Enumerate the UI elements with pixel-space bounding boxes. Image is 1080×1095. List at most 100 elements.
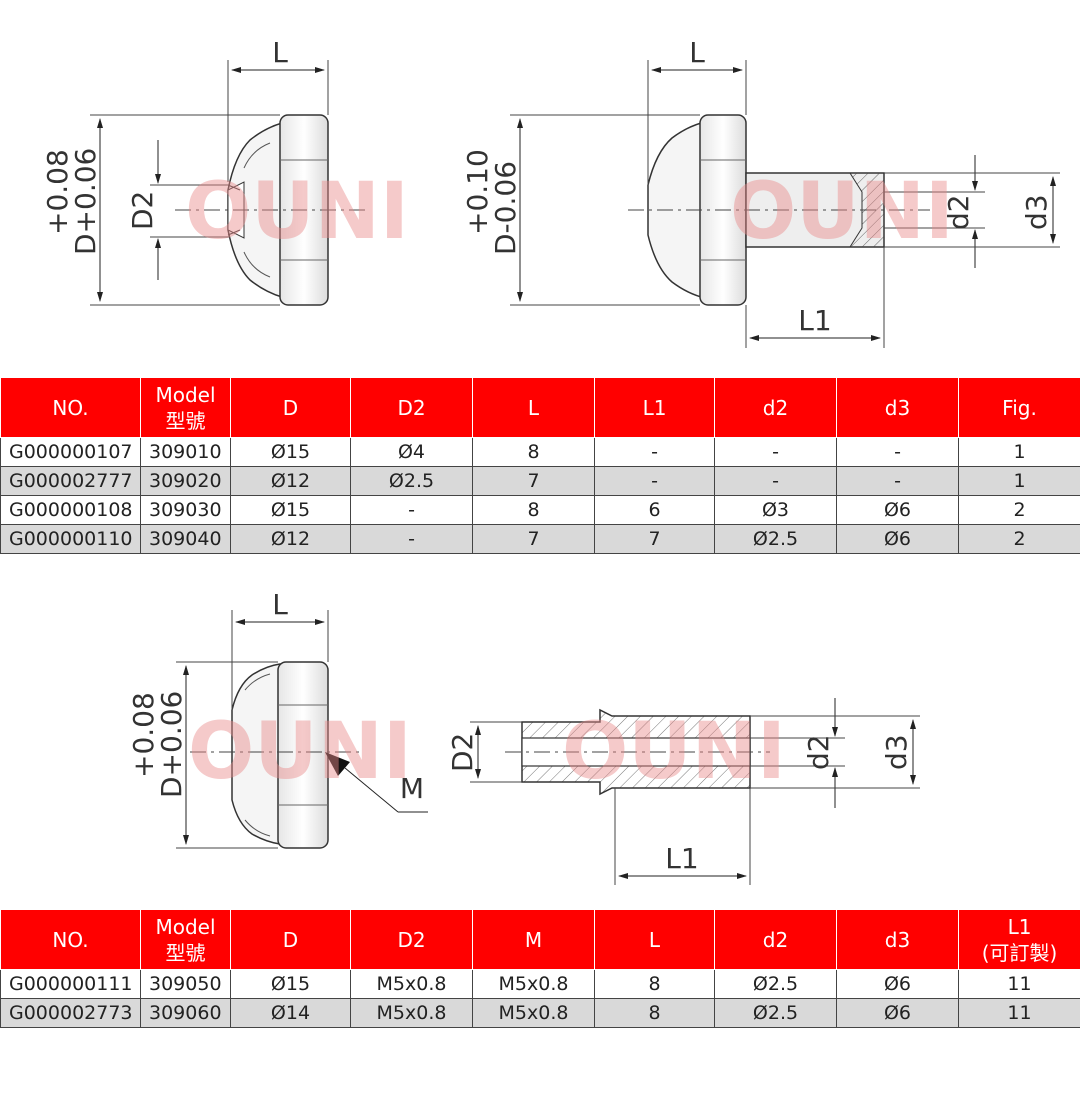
- table-cell: Ø15: [230, 969, 351, 999]
- table2-header-cell: L: [594, 909, 715, 970]
- table2-header-cell: d3: [836, 909, 959, 970]
- table-cell: 309030: [140, 495, 231, 525]
- figure-4: D2 d2 d3 L1 OUNI: [446, 698, 920, 885]
- top-drawings: L D+0.06 +0.08 D2 OUNI L D-0.06 +0.10: [0, 0, 1080, 370]
- table-cell: G000000107: [0, 437, 141, 467]
- fig1-tol-bottom: +0.06: [69, 148, 102, 234]
- fig2-tol-bottom: -0.06: [489, 161, 522, 233]
- table-cell: -: [350, 524, 473, 554]
- table-cell: Ø4: [350, 437, 473, 467]
- fig1-D-label: D+0.06: [69, 148, 102, 255]
- watermark-fig3: OUNI: [188, 707, 412, 797]
- table-cell: Ø2.5: [714, 524, 837, 554]
- table1-header-sub: 型號: [165, 408, 206, 433]
- fig3-L-label: L: [272, 588, 288, 621]
- table-cell: 309020: [140, 466, 231, 496]
- table2-header-cell: NO.: [0, 909, 141, 970]
- table1-header-main: Fig.: [1002, 395, 1037, 420]
- table2-header-main: L: [648, 927, 661, 952]
- table1-header-main: d2: [762, 395, 789, 420]
- table1-header-main: d3: [884, 395, 911, 420]
- fig2-d2-label: d2: [942, 194, 975, 230]
- table1-header-main: Model: [155, 382, 216, 407]
- table-cell: G000000110: [0, 524, 141, 554]
- table-cell: Ø14: [230, 998, 351, 1028]
- table1-header-main: D2: [397, 395, 426, 420]
- table2-header-main: L1: [1007, 914, 1032, 939]
- fig1-D2-label: D2: [126, 191, 159, 230]
- table-cell: 7: [472, 466, 595, 496]
- table-cell: G000002777: [0, 466, 141, 496]
- table2-header-main: NO.: [52, 927, 89, 952]
- table1-header-cell: D: [230, 377, 351, 438]
- table-cell: M5x0.8: [472, 998, 595, 1028]
- figure-1: L D+0.06 +0.08 D2 OUNI: [41, 36, 409, 306]
- table-cell: -: [594, 437, 715, 467]
- table-cell: 8: [594, 969, 715, 999]
- table-cell: 7: [594, 524, 715, 554]
- table-cell: Ø12: [230, 524, 351, 554]
- table1-header-main: L: [527, 395, 540, 420]
- table-cell: Ø12: [230, 466, 351, 496]
- table2-header-cell: D2: [350, 909, 473, 970]
- table-cell: 8: [472, 437, 595, 467]
- table-cell: 2: [958, 524, 1080, 554]
- table1-header-cell: D2: [350, 377, 473, 438]
- table1-header-cell: d2: [714, 377, 837, 438]
- table1-header-main: NO.: [52, 395, 89, 420]
- table1-header-cell: L1: [594, 377, 715, 438]
- table-cell: 309010: [140, 437, 231, 467]
- table-cell: -: [836, 466, 959, 496]
- fig2-tol-top: +0.10: [461, 149, 494, 235]
- fig3-D-letter: D: [155, 776, 188, 798]
- table-cell: 11: [958, 969, 1080, 999]
- table1-header-cell: NO.: [0, 377, 141, 438]
- table1-header-cell: d3: [836, 377, 959, 438]
- watermark-fig4: OUNI: [562, 707, 786, 797]
- fig1-D-letter: D: [69, 233, 102, 255]
- fig4-d3-label: d3: [880, 734, 913, 770]
- table-cell: G000000111: [0, 969, 141, 999]
- table-cell: M5x0.8: [350, 969, 473, 999]
- table-cell: 1: [958, 437, 1080, 467]
- table2-header-cell: L1(可訂製): [958, 909, 1080, 970]
- figure-2: L D-0.06 +0.10 L1 d2 d3 OUNI: [461, 36, 1060, 348]
- table-cell: -: [714, 437, 837, 467]
- table2-header-cell: M: [472, 909, 595, 970]
- fig1-tol-top: +0.08: [41, 149, 74, 235]
- table2-header-cell: d2: [714, 909, 837, 970]
- table-cell: 1: [958, 466, 1080, 496]
- fig2-D-label: D-0.06: [489, 161, 522, 255]
- table2-header-sub: (可訂製): [981, 940, 1058, 965]
- fig1-L-label: L: [272, 36, 288, 69]
- table2-header-main: d3: [884, 927, 911, 952]
- table-cell: M5x0.8: [350, 998, 473, 1028]
- table-cell: -: [350, 495, 473, 525]
- table-cell: 309060: [140, 998, 231, 1028]
- bottom-drawings-svg: M L D+0.06 +0.08 OUNI D2 d2 d3: [127, 588, 920, 885]
- table-cell: -: [836, 437, 959, 467]
- figure-3: M L D+0.06 +0.08 OUNI: [127, 588, 428, 849]
- table2-header-cell: D: [230, 909, 351, 970]
- watermark-fig1: OUNI: [185, 167, 409, 257]
- fig4-L1-label: L1: [665, 842, 698, 875]
- fig2-L-label: L: [689, 36, 705, 69]
- fig2-d3-label: d3: [1020, 194, 1053, 230]
- table-cell: M5x0.8: [472, 969, 595, 999]
- table2-header-sub: 型號: [165, 940, 206, 965]
- table-cell: Ø2.5: [350, 466, 473, 496]
- table-cell: 6: [594, 495, 715, 525]
- table2-header-main: D: [282, 927, 299, 952]
- table-cell: G000002773: [0, 998, 141, 1028]
- table-cell: Ø3: [714, 495, 837, 525]
- table-cell: Ø2.5: [714, 998, 837, 1028]
